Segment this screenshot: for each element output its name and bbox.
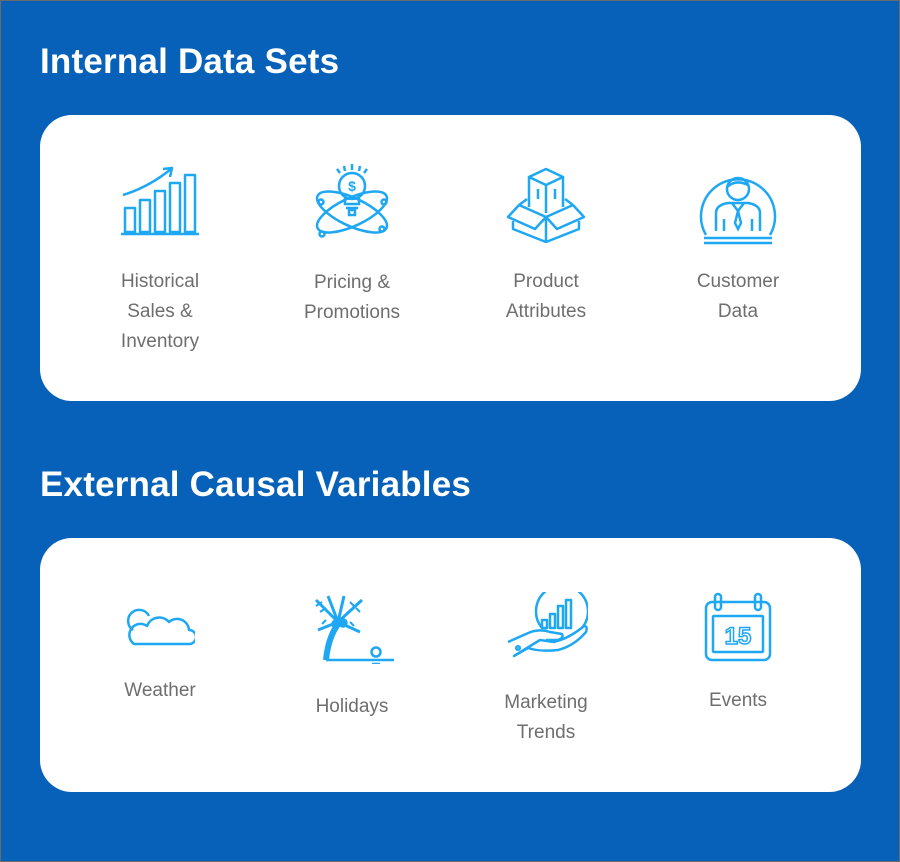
internal-data-sets-panel: Historical Sales & Inventory $ Pricing &… — [40, 115, 861, 401]
hand-chart-icon — [507, 592, 588, 658]
calendar-icon: 15 — [704, 592, 772, 662]
item-marketing-trends: Marketing Trends — [456, 592, 636, 748]
svg-text:$: $ — [348, 178, 356, 194]
item-label: Historical Sales & Inventory — [120, 271, 200, 352]
item-label: Weather — [124, 680, 196, 701]
bar-chart-growth-icon — [121, 166, 199, 236]
external-causal-variables-panel: Weather Holidays Marketing Trends — [40, 538, 861, 792]
internal-data-sets-title: Internal Data Sets — [40, 42, 340, 81]
calendar-day: 15 — [725, 623, 752, 650]
item-label: Product Attributes — [505, 271, 587, 322]
item-label: Events — [708, 690, 768, 711]
item-label: Pricing & Promotions — [303, 272, 401, 323]
item-label: Customer Data — [696, 271, 780, 322]
sun-cloud-icon — [126, 608, 195, 646]
item-customer-data: Customer Data — [648, 163, 828, 327]
item-holidays: Holidays — [262, 594, 442, 722]
open-box-icon — [506, 167, 586, 243]
external-causal-variables-title: External Causal Variables — [40, 465, 472, 504]
item-label: Marketing Trends — [504, 692, 588, 743]
item-weather: Weather — [70, 604, 250, 706]
lightbulb-dollar-orbit-icon: $ — [315, 164, 389, 238]
item-label: Holidays — [315, 696, 389, 717]
item-events: 15 Events — [648, 592, 828, 716]
item-historical-sales: Historical Sales & Inventory — [70, 165, 250, 357]
palm-tree-sunset-icon — [314, 595, 394, 664]
customer-profile-icon — [699, 176, 777, 245]
item-pricing-promotions: $ Pricing & Promotions — [262, 162, 442, 328]
item-product-attributes: Product Attributes — [456, 165, 636, 327]
